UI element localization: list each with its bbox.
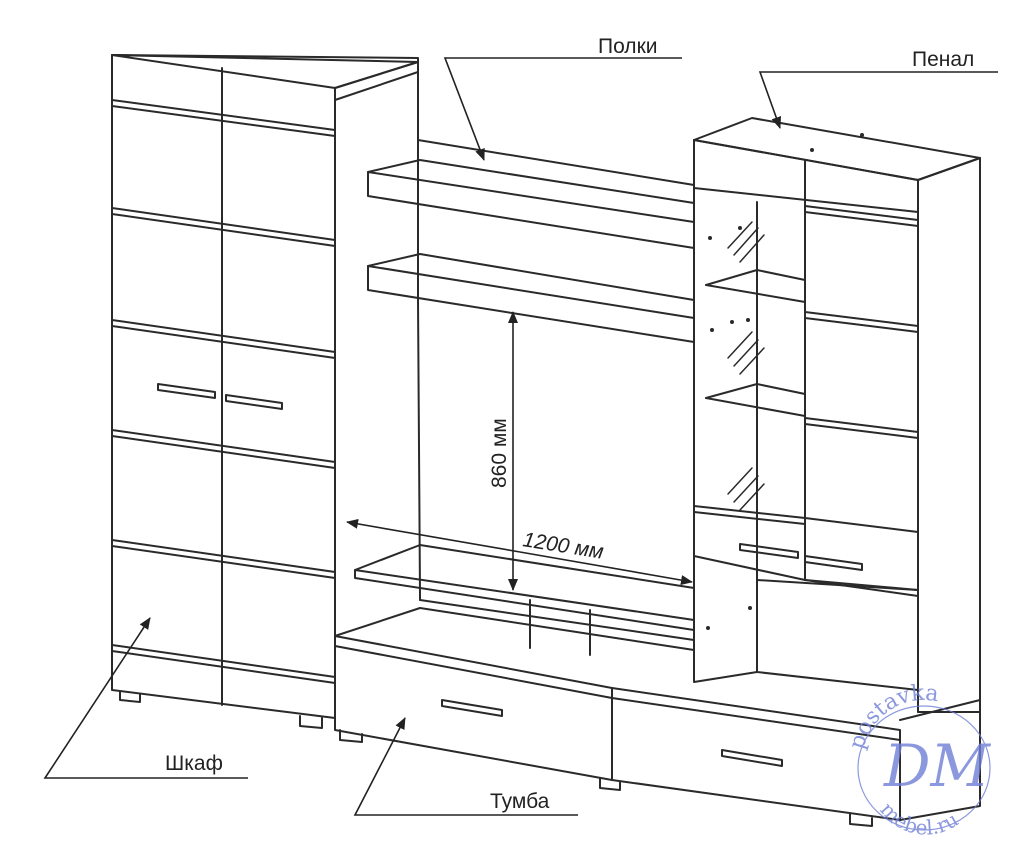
tv-stand-handle-right (721, 749, 783, 767)
back-panel (417, 139, 695, 596)
tv-stand-handle-left (441, 699, 503, 717)
hardware-dots (706, 133, 864, 630)
cabinet-handle-right (804, 555, 863, 571)
label-tumba: Тумба (490, 790, 550, 813)
shelves (367, 159, 695, 343)
watermark-ring (857, 705, 991, 831)
callout-shkaf-line (43, 617, 248, 779)
label-shkaf: Шкаф (165, 752, 223, 775)
cabinet-handle-left (739, 543, 799, 559)
wardrobe (111, 54, 419, 729)
label-polki: Полки (598, 35, 657, 58)
watermark-bottom-text: mebel.ru (876, 797, 963, 840)
width-dimension-arrow-right (519, 551, 693, 586)
tv-stand (334, 607, 981, 827)
wardrobe-handle-right (225, 394, 283, 410)
callout-polki-line (443, 57, 682, 161)
glass-hatching (727, 221, 765, 511)
width-dimension-arrow-left (346, 518, 521, 553)
callout-tumba-line (353, 717, 578, 816)
label-penal: Пенал (912, 48, 974, 71)
display-cabinet (693, 117, 981, 713)
dimension-width-label: 1200 мм (521, 528, 605, 563)
tv-shelf (354, 544, 695, 656)
watermark-monogram: DM (883, 732, 992, 800)
callout-penal-line (758, 71, 998, 129)
dimension-height-label: 860 мм (488, 418, 511, 488)
wardrobe-handle-left (157, 383, 216, 399)
